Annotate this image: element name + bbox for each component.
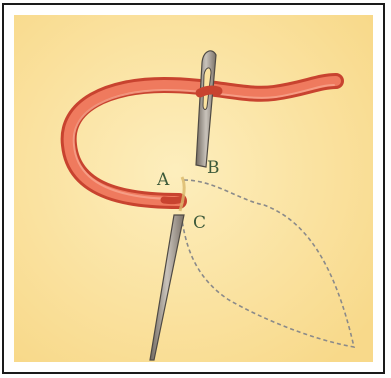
thread-end — [164, 199, 182, 201]
thread-through-eye — [200, 90, 218, 93]
point-a-label: A — [156, 170, 170, 190]
point-b-label: B — [207, 158, 220, 178]
embroidery-stitch-diagram: A B C — [14, 15, 373, 362]
point-c-label: C — [193, 213, 206, 233]
image-frame: A B C — [2, 3, 385, 374]
illustration-panel: A B C — [14, 15, 373, 362]
paper-background — [14, 15, 373, 362]
